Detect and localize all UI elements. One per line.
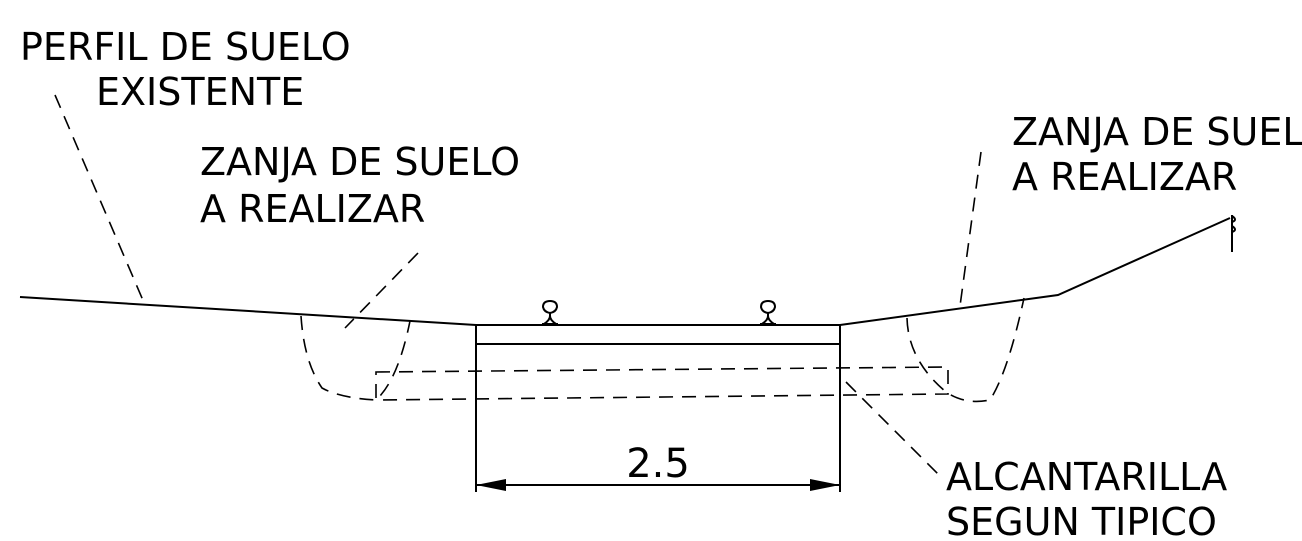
existing-ground-profile-line — [19, 217, 1231, 326]
rail-platform — [475, 324, 841, 345]
left-trench-outline — [300, 315, 411, 401]
left-trench-label-line1: ZANJA DE SUELO — [200, 140, 520, 184]
culvert-outline — [375, 366, 949, 401]
dimension-arrow-right-icon — [810, 479, 840, 491]
dimension-width-label: 2.5 — [626, 441, 690, 487]
rail-left-icon — [541, 299, 559, 325]
culvert-label-line2: SEGUN TIPICO — [946, 500, 1217, 541]
break-symbol — [1231, 215, 1236, 252]
existing-ground-label-line2: EXISTENTE — [96, 70, 304, 114]
left-trench-label-line2: A REALIZAR — [200, 187, 425, 231]
leader-right-trench — [959, 151, 982, 307]
right-trench-label-line1: ZANJA DE SUEL — [1012, 110, 1302, 154]
leader-culvert — [845, 381, 939, 475]
existing-ground-label-line1: PERFIL DE SUELO — [20, 25, 351, 69]
leader-existing-ground — [54, 94, 146, 306]
culvert-label-line1: ALCANTARILLA — [946, 455, 1227, 499]
leader-left-trench — [344, 252, 419, 329]
right-trench-label-line2: A REALIZAR — [1012, 155, 1237, 199]
dimension-arrow-left-icon — [476, 479, 506, 491]
rail-right-icon — [759, 299, 777, 325]
